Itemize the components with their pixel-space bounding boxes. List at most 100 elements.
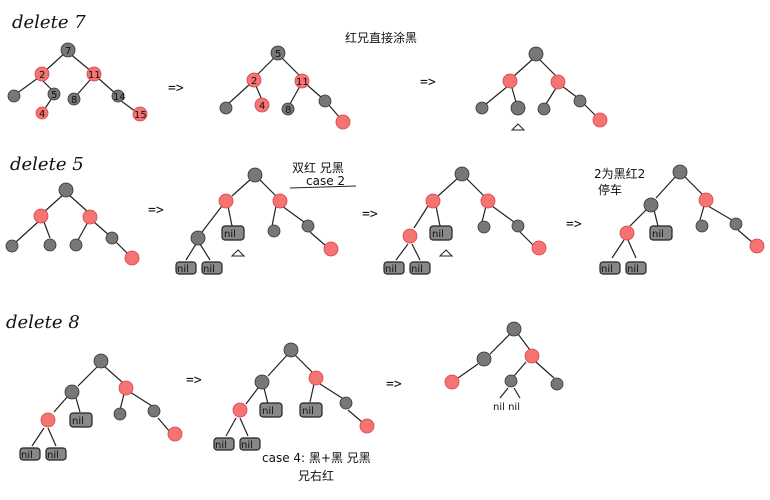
- node-1: [190, 230, 206, 246]
- node-1: [5, 239, 19, 253]
- node-7: [60, 42, 76, 58]
- arrow-4: =>: [362, 207, 378, 222]
- node-2: [425, 193, 441, 209]
- node-1: [232, 402, 248, 418]
- node-1: [619, 225, 635, 241]
- node-4-label: 4: [39, 109, 45, 120]
- arrow-7: =>: [386, 377, 402, 392]
- svg-text:nil: nil: [411, 264, 423, 275]
- tree-3c: nil nil: [444, 321, 564, 413]
- node-15-label: 15: [134, 110, 147, 121]
- node-2: [254, 374, 270, 390]
- node-14: [729, 217, 743, 231]
- section2-note1: 双红 兄黑: [292, 160, 344, 175]
- node-5: [528, 46, 544, 62]
- node-4: [254, 97, 270, 113]
- svg-text:nil: nil: [203, 264, 215, 275]
- node-15: [550, 377, 564, 391]
- svg-text:nil: nil: [241, 440, 253, 451]
- node-8: [69, 238, 83, 252]
- node-15: [323, 241, 339, 257]
- node-2: [218, 193, 234, 209]
- svg-text:2: 2: [251, 76, 257, 87]
- node-11: [86, 66, 102, 82]
- node-14: [111, 89, 125, 103]
- node-14: [524, 348, 540, 364]
- node-1: [444, 374, 460, 390]
- svg-text:8: 8: [285, 105, 291, 116]
- node-1: [402, 228, 418, 244]
- svg-text:nil: nil: [177, 264, 189, 275]
- arrow-6: =>: [186, 373, 202, 388]
- tree-1b: 5 2 11 4 8: [219, 45, 351, 130]
- node-15: [335, 114, 351, 130]
- node-14: [318, 94, 332, 108]
- node-8-label: 8: [71, 95, 77, 106]
- node-2: [64, 384, 80, 400]
- tree-3a: nil nil nil: [19, 353, 183, 461]
- node-11: [82, 209, 98, 225]
- node-15: [124, 250, 140, 266]
- node-11: [272, 193, 288, 209]
- node-4: [672, 164, 688, 180]
- node-8: [267, 224, 281, 238]
- node-15: [167, 426, 183, 442]
- node-1: [7, 89, 21, 103]
- node-8: [67, 92, 81, 106]
- node-5: [58, 182, 74, 198]
- node-2: [643, 197, 659, 213]
- node-4: [93, 353, 109, 369]
- node-15: [359, 418, 375, 434]
- tree-2b: nil nil nil: [175, 167, 339, 275]
- node-5: [270, 45, 286, 61]
- svg-text:nil: nil: [72, 416, 84, 427]
- arrow-2: =>: [420, 75, 436, 90]
- node-11-label: 11: [88, 70, 101, 81]
- node-14: [511, 219, 525, 233]
- node-2-label: 2: [39, 70, 45, 81]
- node-11: [550, 74, 566, 90]
- svg-text:5: 5: [275, 49, 281, 60]
- tree-1c: [475, 46, 608, 131]
- node-8: [113, 407, 127, 421]
- node-5: [47, 87, 61, 101]
- section3-title: delete 8: [6, 312, 80, 333]
- svg-text:nil: nil: [652, 229, 664, 240]
- section3-note1: case 4: 黑+黑 兄黑: [262, 451, 371, 465]
- svg-text:nil: nil: [224, 229, 236, 240]
- section2-note1b: case 2: [306, 174, 345, 188]
- svg-text:nil: nil: [215, 440, 227, 451]
- section2-note2b: 停车: [598, 182, 622, 197]
- node-2: [34, 66, 50, 82]
- svg-text:nil: nil: [47, 450, 59, 461]
- node-8: [281, 102, 295, 116]
- svg-text:nil: nil: [262, 406, 274, 417]
- section2-title: delete 5: [10, 154, 84, 175]
- node-1: [475, 101, 489, 115]
- node-8: [477, 220, 491, 234]
- node-11: [294, 73, 310, 89]
- node-4: [510, 100, 526, 116]
- node-11: [308, 370, 324, 386]
- node-11: [504, 374, 518, 388]
- node-8: [537, 102, 551, 116]
- node-4: [506, 321, 522, 337]
- tree-2d: nil nil nil: [599, 164, 765, 275]
- tree-1a: 7 2 11 5 4 8 14 15: [7, 42, 148, 122]
- node-2: [502, 73, 518, 89]
- section1-note: 红兄直接涂黑: [345, 30, 417, 45]
- tree-2c: nil nil nil: [383, 166, 547, 275]
- nil-nil-label: nil nil: [493, 402, 520, 413]
- section2-note2: 2为黑红2: [594, 166, 645, 181]
- svg-text:11: 11: [296, 77, 309, 88]
- svg-text:4: 4: [259, 101, 265, 112]
- svg-text:nil: nil: [302, 406, 314, 417]
- arrow-3: =>: [148, 203, 164, 218]
- nil-box: [221, 225, 245, 241]
- node-15: [592, 112, 608, 128]
- node-4: [43, 238, 57, 252]
- node-2: [246, 72, 262, 88]
- section1-title: delete 7: [12, 12, 86, 33]
- node-14: [301, 219, 315, 233]
